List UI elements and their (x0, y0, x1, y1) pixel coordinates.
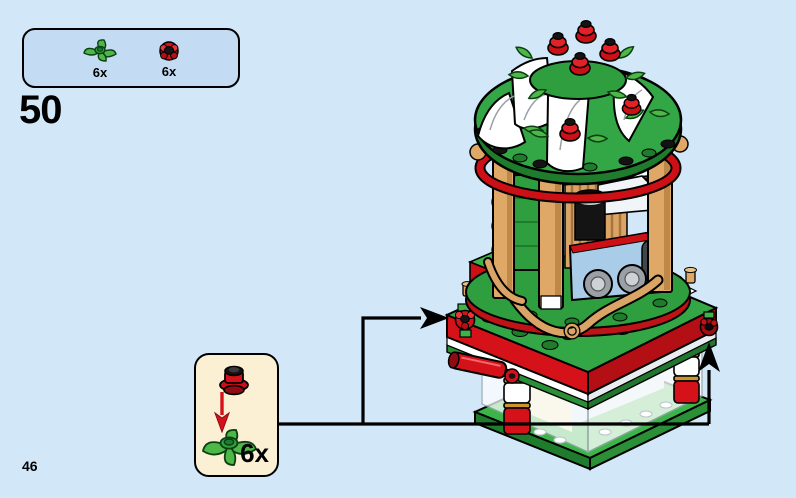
arrowhead-left-target (420, 307, 449, 329)
part-count: 6x (161, 64, 177, 79)
callout-count: 6x (240, 438, 269, 468)
part-count: 6x (92, 65, 108, 80)
model-transparent-box (481, 340, 703, 454)
model-roof-ring (474, 132, 682, 204)
callout-red-flower-icon (219, 365, 249, 396)
step-number: 50 (19, 88, 62, 132)
green-plant-icon (83, 39, 117, 62)
model-ring-scrolls (469, 126, 689, 161)
model-axle (447, 351, 508, 379)
flower-target-left (454, 303, 476, 338)
model-striped-columns (503, 330, 700, 435)
callout-box: 6x (194, 353, 279, 477)
callout-green-plant-icon (201, 429, 258, 466)
flower-target-right (699, 311, 719, 337)
model-pillars (492, 126, 673, 310)
model-roses-top (507, 19, 646, 102)
model-scrollwork (483, 257, 664, 340)
red-flower-icon (159, 41, 179, 61)
model-train (568, 230, 668, 302)
page-number: 46 (22, 458, 38, 474)
model-illustration (444, 19, 719, 471)
parts-needed-box: 6x 6x (22, 28, 240, 88)
model-roof (473, 56, 683, 186)
part-cell-red-flower: 6x (156, 38, 182, 78)
model-base (472, 354, 713, 471)
part-cell-green-plant: 6x (80, 37, 120, 79)
model-interior (491, 141, 668, 302)
model-carousel-floor (465, 255, 691, 337)
model-axle-flower (504, 368, 520, 384)
callout-down-arrow (214, 392, 230, 433)
model-platform (444, 246, 719, 411)
arrowhead-right-target (698, 342, 720, 372)
